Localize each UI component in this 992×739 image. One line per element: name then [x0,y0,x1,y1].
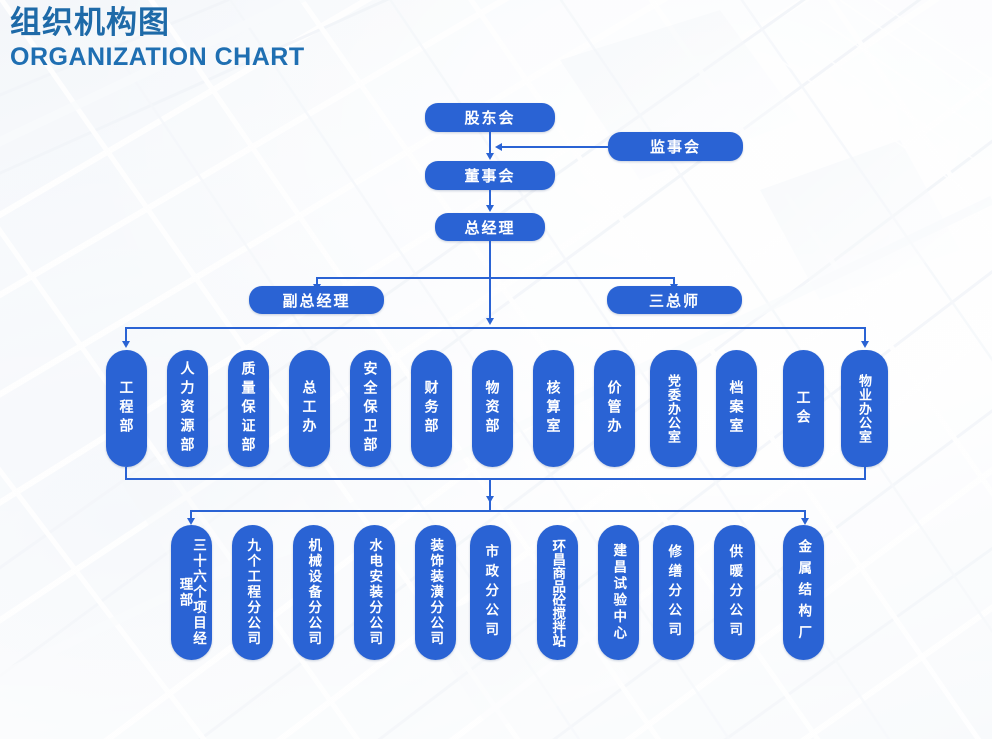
node-sub-machinery-equipment[interactable]: 机械设备分公司 [293,525,334,660]
edge-bus-left-drop [125,327,127,343]
edge-shareholders-to-board [489,132,491,154]
node-dept-engineering[interactable]: 工程部 [106,350,147,467]
node-dept-archives[interactable]: 档案室 [716,350,757,467]
page-title-en: ORGANIZATION CHART [10,43,305,71]
edge-arrow-sub-bus-left-drop [186,518,195,525]
node-dept-security[interactable]: 安全保卫部 [350,350,391,467]
edge-arrow-sub-bus-right-drop [800,518,809,525]
edge-bus-right-drop [864,327,866,343]
node-sub-heating[interactable]: 供暖分公司 [714,525,755,660]
edge-board-to-gm [489,190,491,206]
edge-arrow-collector-to-sub [485,496,494,503]
node-dept-property-office[interactable]: 物业办公室 [841,350,888,467]
node-dept-accounting[interactable]: 核算室 [533,350,574,467]
node-sub-huanchang-concrete-plant[interactable]: 环昌商品砼搅拌站 [537,525,578,660]
node-three-chief-engineers[interactable]: 三总师 [607,286,742,314]
edge-arrow-shareholders-to-board [485,153,494,160]
node-shareholders[interactable]: 股东会 [425,103,555,132]
edge-dept-right-riser [864,467,866,479]
node-dept-labor-union[interactable]: 工会 [783,350,824,467]
edge-bus-to-deputy-gm [316,277,318,286]
edge-arrow-gm-center-spine [485,318,494,325]
node-deputy-general-manager[interactable]: 副总经理 [249,286,384,314]
edge-bus-to-three-chiefs [673,277,675,286]
edge-collector-to-sub-spine [489,478,491,510]
edge-arrow-bus-right-drop [860,341,869,348]
edge-gm-center-spine [489,277,491,320]
edge-sub-bus-right-drop [804,510,806,520]
edge-dept-left-riser [125,467,127,479]
page-title: 组织机构图 ORGANIZATION CHART [10,4,305,72]
edge-subsidiary-bus [190,510,805,512]
node-sub-nine-engineering-branches[interactable]: 九个工程分公司 [232,525,273,660]
node-sub-municipal[interactable]: 市政分公司 [470,525,511,660]
node-supervisors[interactable]: 监事会 [608,132,743,161]
edge-arrow-bus-left-drop [121,341,130,348]
node-sub-metal-structure-factory[interactable]: 金属结构厂 [783,525,824,660]
node-dept-quality-assurance[interactable]: 质量保证部 [228,350,269,467]
edge-gm-stub [489,241,491,278]
node-board-of-directors[interactable]: 董事会 [425,161,555,190]
node-dept-party-committee-office[interactable]: 党委办公室 [650,350,697,467]
node-sub-jianchang-test-center[interactable]: 建昌试验中心 [598,525,639,660]
node-dept-finance[interactable]: 财务部 [411,350,452,467]
edge-arrow-board-to-gm [485,205,494,212]
node-dept-price-control[interactable]: 价管办 [594,350,635,467]
edge-arrow-supervisors-to-board [495,142,502,151]
edge-sub-bus-left-drop [190,510,192,520]
node-dept-chief-engineer-office[interactable]: 总工办 [289,350,330,467]
node-general-manager[interactable]: 总经理 [435,213,545,241]
edge-supervisors-to-board [498,146,610,148]
node-sub-decoration[interactable]: 装饰装潢分公司 [415,525,456,660]
node-dept-human-resources[interactable]: 人力资源部 [167,350,208,467]
edge-executive-bus [316,277,674,279]
page-title-cn: 组织机构图 [10,5,170,40]
node-sub-repair[interactable]: 修缮分公司 [653,525,694,660]
node-sub-water-electric-installation[interactable]: 水电安装分公司 [354,525,395,660]
edge-dept-collector-bus [125,478,866,480]
edge-department-bus [125,327,866,329]
node-dept-materials[interactable]: 物资部 [472,350,513,467]
node-sub-36-project-departments[interactable]: 三十六个项目经理部 [171,525,212,660]
